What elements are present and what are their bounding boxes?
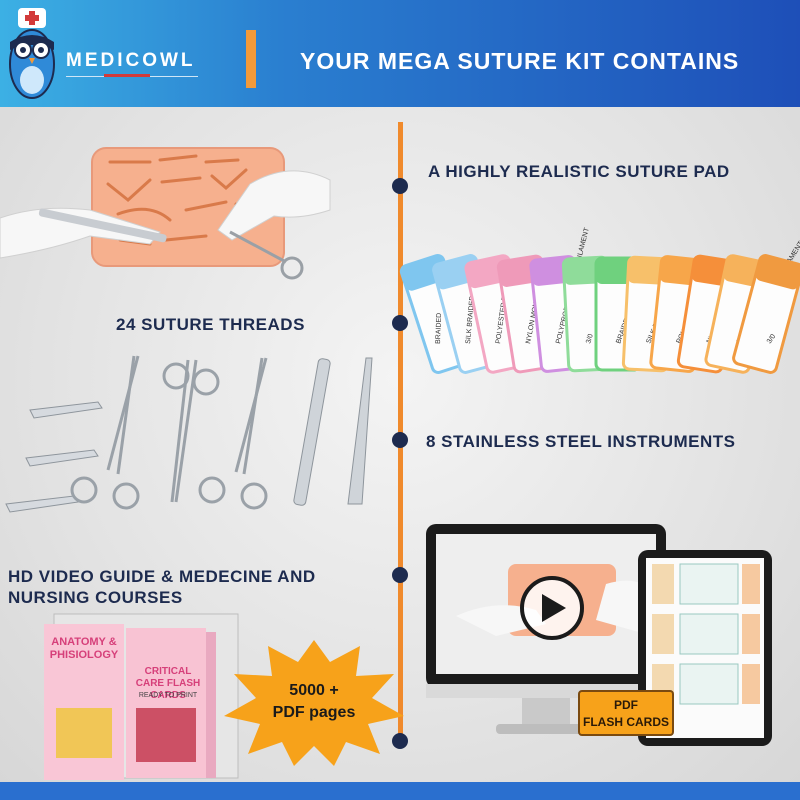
header-divider: [246, 30, 256, 88]
book-anatomy-title: ANATOMY & PHISIOLOGY: [49, 636, 119, 661]
timeline-dot: [392, 432, 408, 448]
suture-pack-label: SILK BRAIDED: [465, 295, 476, 344]
page-title: YOUR MEGA SUTURE KIT CONTAINS: [300, 48, 740, 74]
bottom-bar: [0, 782, 800, 800]
timeline-dot: [392, 315, 408, 331]
book-critical-care-subtitle: READY TO PRINT: [138, 692, 198, 699]
book-critical-care-title: CRITICAL CARE FLASH CARDS: [135, 666, 201, 701]
video-monitor-image: [426, 524, 666, 734]
steel-instruments-image: [5, 355, 373, 513]
starburst-badge: [224, 640, 404, 766]
starburst-line-1: 5000 +: [289, 682, 339, 699]
starburst-line-2: PDF pages: [272, 704, 356, 721]
pdf-flash-cards-badge: PDF FLASH CARDS: [578, 690, 674, 736]
suture-pack-band: [755, 255, 800, 290]
starburst-text: 5000 + PDF pages: [250, 680, 378, 724]
item-label-video-courses: HD VIDEO GUIDE & MEDECINE AND NURSING CO…: [8, 567, 316, 607]
header-banner: MEDICOWL YOUR MEGA SUTURE KIT CONTAINS: [0, 0, 800, 107]
brand-name: MEDICOWL: [66, 50, 196, 71]
item-label-suture-threads: 24 SUTURE THREADS: [116, 315, 305, 334]
item-label-instruments: 8 STAINLESS STEEL INSTRUMENTS: [426, 432, 736, 451]
brand-accent-line: [104, 74, 150, 77]
item-label-suture-pad: A HIGHLY REALISTIC SUTURE PAD: [428, 162, 730, 181]
timeline-dot: [392, 567, 408, 583]
course-books-image: [44, 613, 239, 780]
pdf-badge-line-1: PDF: [614, 698, 638, 712]
pdf-badge-line-2: FLASH CARDS: [583, 715, 669, 729]
suture-pack-label: 3/0: [585, 333, 595, 344]
suture-pack-label: BRAIDED: [435, 313, 443, 344]
suture-pack-label: 3/0: [766, 333, 777, 345]
owl-logo-icon: [9, 8, 55, 99]
timeline-dot: [392, 178, 408, 194]
timeline-dot: [392, 733, 408, 749]
suture-pad-image: [0, 147, 331, 280]
